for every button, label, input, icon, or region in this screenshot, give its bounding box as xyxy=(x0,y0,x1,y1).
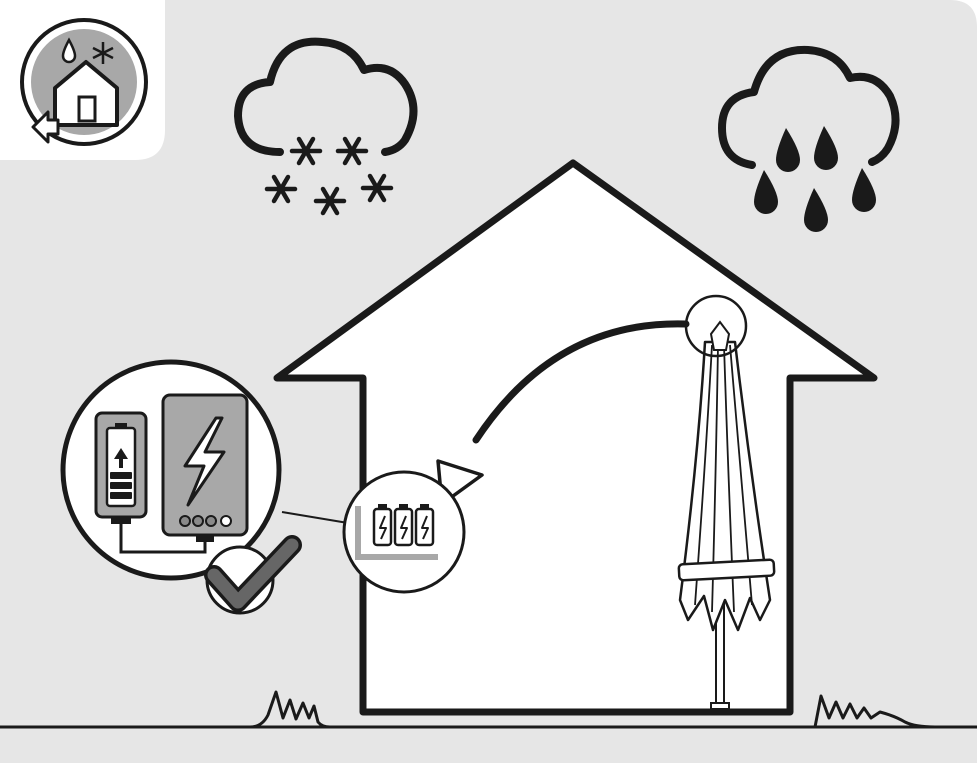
stored-batteries-icon xyxy=(344,472,464,592)
home-moisture-frost-icon xyxy=(22,20,146,144)
power-bank-charging-icon xyxy=(63,362,279,578)
